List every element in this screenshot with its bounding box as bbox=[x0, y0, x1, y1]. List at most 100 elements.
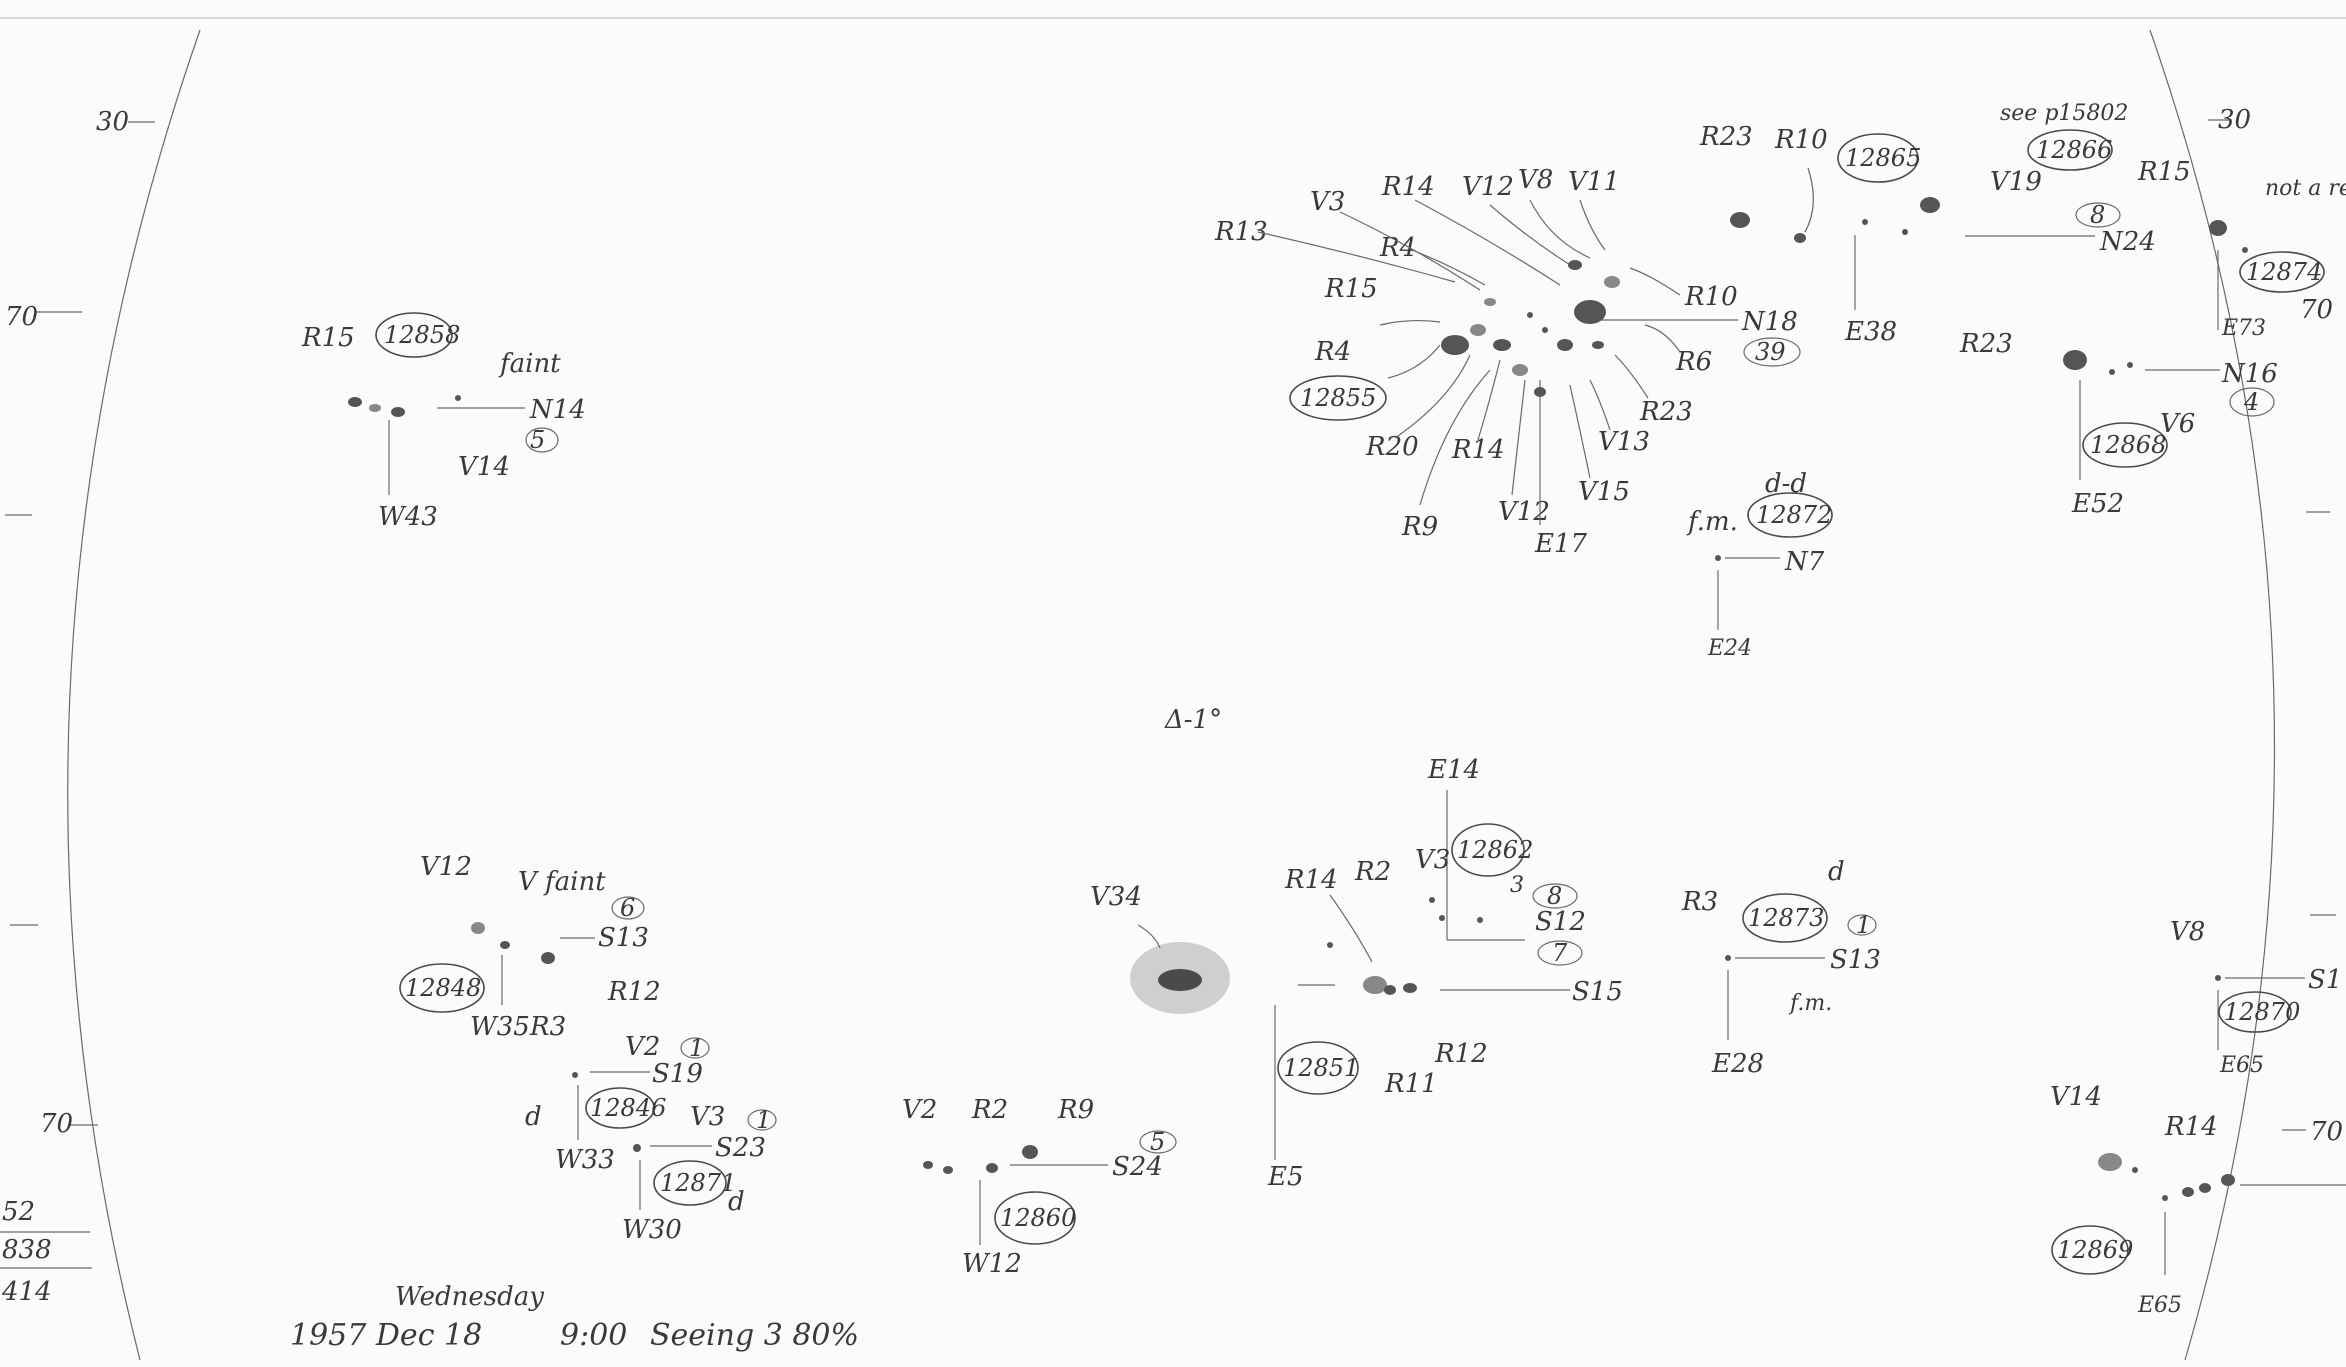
label-R23: R23 bbox=[1699, 122, 1753, 152]
label-R3: R3 bbox=[1681, 887, 1718, 917]
figure-52: 52 bbox=[2, 1197, 35, 1227]
center-mark: Δ-1° bbox=[1164, 705, 1222, 735]
label-V19: V19 bbox=[1990, 167, 2042, 197]
group-number: 12851 bbox=[1283, 1054, 1359, 1082]
label-R12: R12 bbox=[1434, 1039, 1488, 1069]
label-V3: V3 bbox=[1310, 187, 1345, 217]
spot-count: 5 bbox=[530, 426, 545, 454]
spot-count-oval bbox=[747, 1109, 777, 1131]
spot bbox=[391, 407, 405, 417]
spot bbox=[348, 397, 362, 407]
spot bbox=[1384, 985, 1396, 995]
spot-count-oval bbox=[1847, 914, 1877, 936]
label-V6: V6 bbox=[2160, 409, 2195, 439]
group-12865: R23 R10 12865 E38 bbox=[1699, 122, 1921, 347]
footer-time: 9:00 bbox=[560, 1318, 627, 1353]
tick-label-70-left-lower: 70 bbox=[40, 1109, 73, 1139]
label-V12-lower: V12 bbox=[1498, 497, 1550, 527]
group-number: 12865 bbox=[1845, 144, 1921, 172]
tick-label-30-right: 30 bbox=[2218, 105, 2251, 135]
spot bbox=[2182, 1187, 2194, 1197]
spot bbox=[2109, 369, 2115, 375]
label-S15: S15 bbox=[1572, 977, 1623, 1007]
spot bbox=[2209, 220, 2227, 236]
spot bbox=[471, 922, 485, 934]
label-W12: W12 bbox=[962, 1249, 1022, 1279]
label-E24: E24 bbox=[1707, 636, 1752, 661]
spot-count: 6 bbox=[620, 894, 635, 922]
spot bbox=[943, 1166, 953, 1174]
label-S13: S13 bbox=[1830, 945, 1881, 975]
label-R15: R15 bbox=[301, 323, 355, 353]
group-number-oval bbox=[2082, 422, 2168, 468]
left-margin-ticks: 30 70 70 bbox=[5, 107, 155, 1139]
spot bbox=[572, 1072, 578, 1078]
label-R4-lower: R4 bbox=[1314, 337, 1351, 367]
figure-838: 838 bbox=[2, 1235, 52, 1265]
spot bbox=[1902, 229, 1908, 235]
label-d-right: d bbox=[728, 1187, 745, 1217]
label-R20: R20 bbox=[1365, 432, 1419, 462]
label-R14: R14 bbox=[2164, 1112, 2218, 1142]
tick-label-70-right: 70 bbox=[2310, 1117, 2343, 1147]
spot bbox=[2162, 1195, 2168, 1201]
group-number-oval bbox=[375, 312, 453, 358]
spot bbox=[2199, 1183, 2211, 1193]
group-12866: see p15802 12866 V19 N24 8 bbox=[1920, 101, 2156, 257]
spot bbox=[1568, 260, 1582, 270]
figure-414: 414 bbox=[1, 1277, 52, 1307]
label-S13: S13 bbox=[598, 923, 649, 953]
label-E5: E5 bbox=[1267, 1162, 1304, 1192]
group-number-oval bbox=[1747, 492, 1833, 538]
spot bbox=[1484, 298, 1496, 306]
spot bbox=[923, 1161, 933, 1169]
group-number: 12871 bbox=[660, 1169, 736, 1197]
spot-count: 8 bbox=[2090, 201, 2105, 229]
spot bbox=[1794, 233, 1806, 243]
label-R15: R15 bbox=[1324, 274, 1378, 304]
label-V3: V3 bbox=[1415, 845, 1450, 875]
spot bbox=[1327, 942, 1333, 948]
label-E28: E28 bbox=[1711, 1049, 1764, 1079]
spot bbox=[1574, 300, 1606, 324]
spot bbox=[986, 1163, 998, 1173]
footer: Wednesday 1957 Dec 18 9:00 Seeing 3 80% bbox=[290, 1282, 859, 1353]
group-number-oval bbox=[2051, 1225, 2129, 1275]
group-number-oval bbox=[2218, 991, 2292, 1033]
spot-count: 5 bbox=[1150, 1128, 1165, 1156]
spot-count: 39 bbox=[1755, 338, 1786, 366]
label-faint: faint bbox=[498, 349, 561, 379]
label-S12: S12 bbox=[1535, 907, 1586, 937]
label-V34: V34 bbox=[1090, 882, 1142, 912]
group-number: 12874 bbox=[2246, 258, 2322, 286]
label-R3: R3 bbox=[529, 1012, 566, 1042]
label-R11: R11 bbox=[1384, 1069, 1438, 1099]
spot bbox=[1439, 915, 1445, 921]
label-V-faint: V faint bbox=[518, 867, 606, 897]
spot bbox=[1363, 976, 1387, 994]
label-V15: V15 bbox=[1578, 477, 1630, 507]
label-E52: E52 bbox=[2071, 489, 2124, 519]
group-number: 12848 bbox=[405, 974, 481, 1002]
label-N16: N16 bbox=[2221, 359, 2278, 389]
spot bbox=[500, 941, 510, 949]
label-E17: E17 bbox=[1534, 529, 1588, 559]
footer-day: Wednesday bbox=[395, 1282, 544, 1312]
label-W30: W30 bbox=[622, 1215, 682, 1245]
tick-label-70-left: 70 bbox=[5, 302, 38, 332]
label-V11: V11 bbox=[1568, 167, 1620, 197]
spot-count-oval bbox=[680, 1037, 710, 1059]
group-number-oval bbox=[1837, 133, 1919, 183]
label-W33: W33 bbox=[555, 1145, 615, 1175]
spot-count: 1 bbox=[1856, 911, 1871, 939]
label-V12: V12 bbox=[1462, 172, 1514, 202]
label-R14-lower: R14 bbox=[1451, 435, 1505, 465]
footer-seeing: Seeing 3 80% bbox=[650, 1318, 859, 1353]
group-number-oval bbox=[1742, 893, 1828, 943]
spot bbox=[633, 1144, 641, 1152]
spot-count: 8 bbox=[1547, 882, 1562, 910]
spot bbox=[2132, 1167, 2138, 1173]
label-R12: R12 bbox=[607, 977, 661, 1007]
left-margin-figures: 52 838 414 bbox=[0, 1197, 92, 1307]
group-number-oval bbox=[399, 963, 485, 1013]
